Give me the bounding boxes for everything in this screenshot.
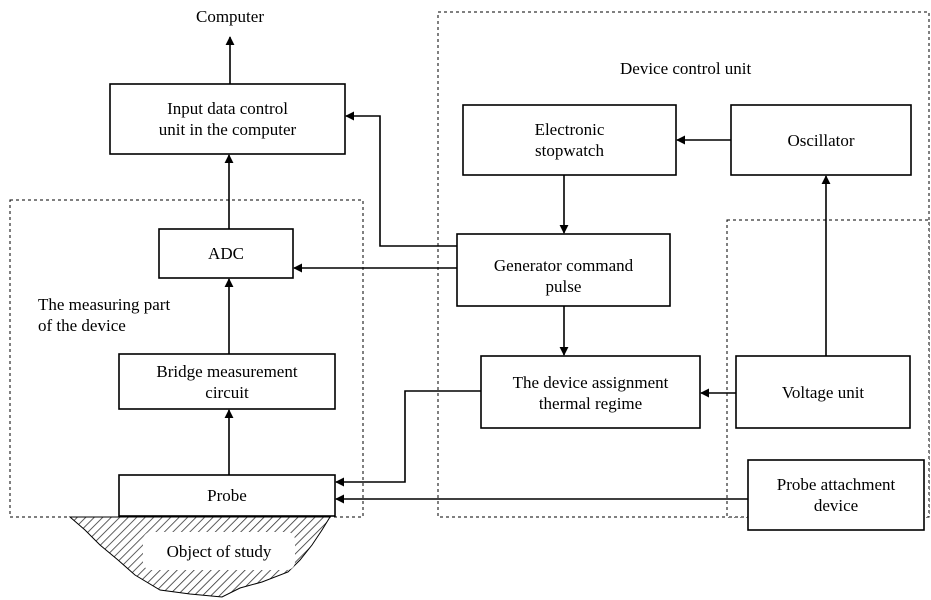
measuring-part-region [9,199,364,518]
arrow-thermal-to-probe [335,390,481,487]
arrow-generator-to-input [345,111,457,247]
bridge-box [118,353,336,410]
adc-label: ADC [208,244,244,263]
voltage-unit-label: Voltage unit [781,383,865,402]
input-data-unit-label: Input data control unit in the computer [158,99,297,139]
input-data-unit-box [109,83,346,155]
stopwatch-label: Electronic stopwatch [534,120,605,160]
voltage-unit-box [735,355,911,429]
bridge-label: Bridge measurement circuit [156,362,298,402]
thermal-regime-label: The device assignment thermal regime [512,373,669,413]
measuring-part-label: The measuring part of the device [38,295,171,335]
probe-box [118,474,336,517]
stopwatch-box [462,104,677,176]
object-of-study-label: Object of study [166,542,272,561]
thermal-regime-box [480,355,701,429]
probe-attachment-box [747,459,925,531]
adc-box [158,228,294,279]
probe-label: Probe [207,486,247,505]
device-control-label: Device control unit [620,59,752,78]
generator-label: Generator command pulse [493,256,634,296]
oscillator-label: Oscillator [787,131,855,150]
object-of-study-clear [143,532,295,570]
computer-label: Computer [196,7,264,26]
probe-attachment-label: Probe attachment device [776,475,896,515]
